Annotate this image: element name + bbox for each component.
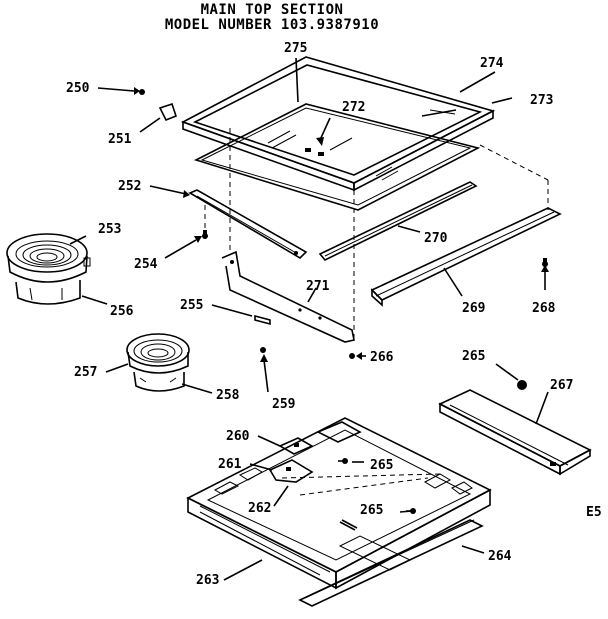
- callout-265-lower: 265: [360, 503, 383, 518]
- callout-256: 256: [110, 304, 134, 319]
- callout-268: 268: [532, 301, 556, 316]
- callout-267: 267: [550, 378, 573, 393]
- callout-266: 266: [370, 350, 394, 365]
- callout-259: 259: [272, 397, 295, 412]
- callout-262: 262: [248, 501, 271, 516]
- callout-251: 251: [108, 132, 132, 147]
- callout-271: 271: [306, 279, 330, 294]
- callout-260: 260: [226, 429, 250, 444]
- callout-258: 258: [216, 388, 240, 403]
- left-trim-strip: [188, 189, 308, 260]
- callout-257: 257: [74, 365, 97, 380]
- large-surface-unit: [6, 233, 91, 305]
- screws-and-clips: [139, 89, 548, 514]
- model-number: MODEL NUMBER 103.9387910: [164, 17, 380, 33]
- callout-269: 269: [462, 301, 485, 316]
- callout-254: 254: [134, 257, 158, 272]
- glass-top-frame: [181, 56, 496, 192]
- callout-270: 270: [424, 231, 448, 246]
- callout-250: 250: [66, 81, 90, 96]
- diagram-title: MAIN TOP SECTION: [200, 2, 344, 18]
- page-code: E5: [586, 505, 602, 520]
- rear-trim-strip: [370, 207, 562, 307]
- leader-lines: [69, 57, 549, 581]
- callout-264: 264: [488, 549, 512, 564]
- callout-265-middle: 265: [370, 458, 393, 473]
- callout-263: 263: [196, 573, 219, 588]
- callout-273: 273: [530, 93, 553, 108]
- front-trim-strip: [318, 181, 478, 261]
- callout-274: 274: [480, 56, 504, 71]
- burner-bracket: [268, 421, 362, 483]
- callout-labels: 250 251 252 253 254 255 256 257 258 259 …: [66, 41, 602, 588]
- callout-272: 272: [342, 100, 365, 115]
- callout-265-upper: 265: [462, 349, 485, 364]
- base-pan: [186, 417, 492, 607]
- callout-255: 255: [180, 298, 203, 313]
- rear-cover-panel: [438, 389, 592, 476]
- glass-gasket: [193, 103, 481, 211]
- callout-253: 253: [98, 222, 121, 237]
- callout-261: 261: [218, 457, 242, 472]
- callout-252: 252: [118, 179, 141, 194]
- callout-275: 275: [284, 41, 307, 56]
- bracket: [221, 250, 355, 343]
- small-surface-unit: [126, 333, 190, 392]
